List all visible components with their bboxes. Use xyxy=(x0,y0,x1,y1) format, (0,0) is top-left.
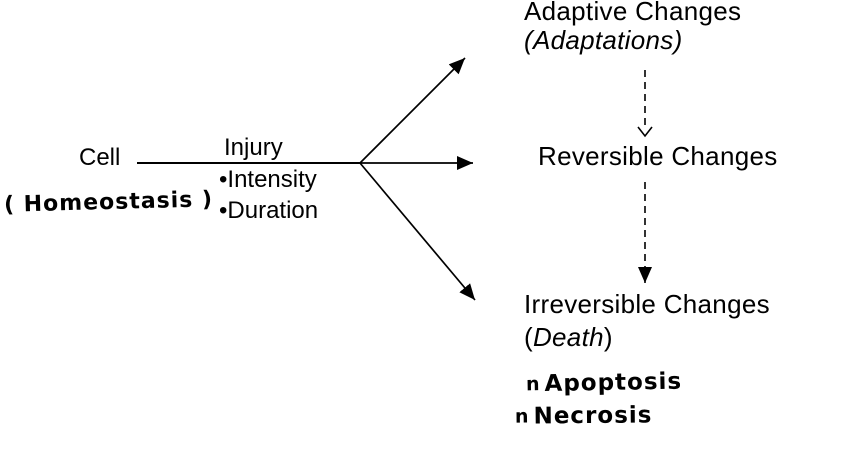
homeostasis-handwritten-annotation: ( Homeostasis ) xyxy=(3,187,214,218)
arrow-to-irreversible xyxy=(359,162,476,301)
death-word: Death xyxy=(532,322,604,352)
death-paren-close: ) xyxy=(603,322,613,352)
handwritten-bullet-icon: n xyxy=(525,373,541,396)
reversible-changes-title: Reversible Changes xyxy=(538,141,778,171)
cell-label: Cell xyxy=(79,144,121,171)
irreversible-changes-title: Irreversible Changes xyxy=(524,289,770,319)
adaptive-changes-subtitle: (Adaptations) xyxy=(524,25,683,55)
irreversible-changes-subtitle: (Death) xyxy=(524,322,613,352)
necrosis-text: Necrosis xyxy=(533,402,653,430)
injury-bullet-duration: •Duration xyxy=(219,197,319,224)
open-arrowhead-icon xyxy=(637,126,653,138)
adaptive-changes-title: Adaptive Changes xyxy=(524,0,742,26)
arrow-to-adaptive xyxy=(359,57,466,164)
injury-bullet-intensity: •Intensity xyxy=(219,166,317,193)
injury-label: Injury xyxy=(224,134,283,161)
death-paren-open: ( xyxy=(524,322,533,352)
apoptosis-text: Apoptosis xyxy=(544,368,683,398)
handwritten-bullet-icon: n xyxy=(514,405,530,428)
